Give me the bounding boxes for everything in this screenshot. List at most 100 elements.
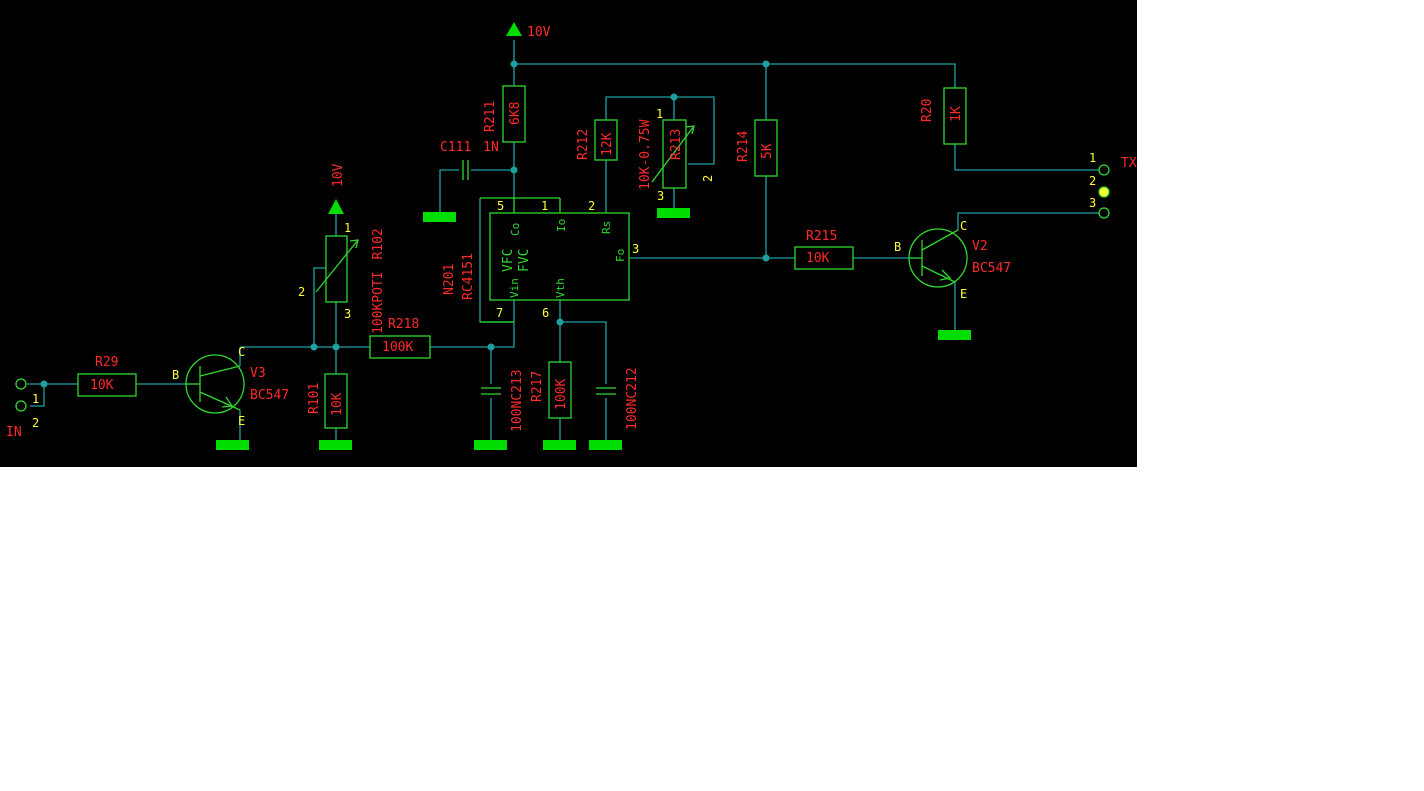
- tx-pin3: 3: [1089, 196, 1096, 210]
- r29-value: 10K: [90, 378, 114, 393]
- ground-r101: [319, 440, 352, 450]
- ic-func-1: VFC: [501, 249, 516, 272]
- svg-text:100NC213: 100NC213: [510, 369, 525, 432]
- svg-text:C111 1N: C111 1N: [440, 140, 499, 155]
- tx-pin2: 2: [1089, 174, 1096, 188]
- r101-value: 10K: [330, 392, 345, 416]
- tx-pin1: 1: [1089, 151, 1096, 165]
- v3-b: B: [172, 368, 179, 382]
- in-terminal-1: [15, 378, 27, 390]
- r102-pin1: 1: [344, 221, 351, 235]
- resistor-r217[interactable]: 100K R217: [530, 361, 572, 419]
- resistor-r101[interactable]: 10K R101: [307, 373, 348, 429]
- ic-ref: N201: [442, 264, 457, 295]
- ic-label-co: Co: [509, 223, 522, 236]
- ic-pin7: 7: [496, 306, 503, 320]
- v3-ref: V3: [250, 366, 266, 381]
- tx-label: TX: [1121, 156, 1137, 171]
- v3-part: BC547: [250, 388, 289, 403]
- ic-label-io: Io: [555, 219, 568, 232]
- ic-label-vin: Vin: [508, 278, 521, 298]
- connector-in[interactable]: 1 2 IN: [6, 378, 39, 440]
- in-label: IN: [6, 425, 22, 440]
- ic-label-vth: Vth: [554, 278, 567, 298]
- r212-value: 12K: [600, 132, 615, 156]
- resistor-r214[interactable]: 5K R214: [736, 119, 778, 177]
- connector-tx[interactable]: 1 2 3 TX: [1089, 151, 1137, 219]
- resistor-r29[interactable]: 10K R29: [77, 355, 137, 397]
- schematic-background: [0, 0, 1137, 467]
- c213-value: 100N: [510, 401, 525, 432]
- resistor-r215[interactable]: 10K R215: [794, 229, 854, 270]
- ic-pin5: 5: [497, 199, 504, 213]
- r217-value: 100K: [554, 379, 569, 410]
- resistor-r102[interactable]: 1 2 3 100KPOTI R102: [298, 221, 386, 334]
- in-pin2: 2: [32, 416, 39, 430]
- in-pin1: 1: [32, 392, 39, 406]
- r102-value: 100KPOTI: [371, 271, 386, 334]
- resistor-r213[interactable]: R213 10K-0.75W 1 2 3: [638, 107, 715, 203]
- r214-ref: R214: [736, 131, 751, 162]
- ground-symbols: [216, 208, 971, 450]
- v2-ref: V2: [972, 239, 988, 254]
- capacitor-c212[interactable]: 100NC212: [596, 367, 640, 430]
- r213-pin1: 1: [656, 107, 663, 121]
- tx-terminal-1: [1098, 164, 1110, 176]
- capacitor-c213[interactable]: 100NC213: [481, 369, 525, 432]
- ground-v2: [938, 330, 971, 340]
- junction-dots: [40, 60, 770, 388]
- r101-ref: R101: [307, 383, 322, 414]
- v2-c: C: [960, 219, 967, 233]
- ground-c213: [474, 440, 507, 450]
- power-symbol-poti: 10V: [328, 163, 346, 214]
- transistor-v2[interactable]: B C E V2 BC547: [894, 219, 1011, 301]
- resistor-r211[interactable]: 6K8 R211: [483, 85, 526, 143]
- ic-label-rs: Rs: [600, 221, 613, 234]
- ic-pin6: 6: [542, 306, 549, 320]
- c212-ref: C212: [625, 367, 640, 398]
- ic-pin3: 3: [632, 242, 639, 256]
- ic-n201[interactable]: 5 1 3 7 6 Co Io Rs Fo Vin Vth VFC FVC N2…: [442, 197, 639, 323]
- v3-c: C: [238, 345, 245, 359]
- v3-e: E: [238, 414, 245, 428]
- wires: [27, 40, 1099, 440]
- r29-ref: R29: [95, 355, 118, 370]
- c111-ref: C111: [440, 140, 471, 155]
- power-label-poti: 10V: [331, 163, 346, 187]
- r217-ref: R217: [530, 371, 545, 402]
- tx-terminal-2: [1098, 186, 1110, 198]
- v2-b: B: [894, 240, 901, 254]
- r215-ref: R215: [806, 229, 837, 244]
- r20-ref: R20: [920, 99, 935, 122]
- v2-e: E: [960, 287, 967, 301]
- transistor-v3[interactable]: B C E V3 BC547: [172, 345, 289, 428]
- tx-terminal-3: [1098, 207, 1110, 219]
- svg-text:100NC212: 100NC212: [625, 367, 640, 430]
- resistor-r218[interactable]: 100K R218: [369, 317, 431, 359]
- r218-value: 100K: [382, 340, 413, 355]
- r20-value: 1K: [949, 106, 964, 122]
- r218-ref: R218: [388, 317, 419, 332]
- r213-ref: R213: [669, 129, 684, 160]
- r102-pin2: 2: [298, 285, 305, 299]
- c213-ref: C213: [510, 369, 525, 400]
- r215-value: 10K: [806, 251, 830, 266]
- power-symbol-top: 10V: [506, 22, 551, 40]
- capacitor-c111[interactable]: C111 1N: [440, 140, 499, 180]
- r213-pin2: 2: [701, 175, 715, 182]
- ic-pin1: 1: [541, 199, 548, 213]
- c111-value: 1N: [483, 140, 499, 155]
- ground-v3: [216, 440, 249, 450]
- ground-c212: [589, 440, 622, 450]
- ic-label-fo: Fo: [614, 249, 627, 262]
- r212-ref: R212: [576, 129, 591, 160]
- resistor-r20[interactable]: 1K R20: [920, 87, 967, 145]
- ic-part: RC4151: [461, 253, 476, 300]
- resistor-r212[interactable]: 12K R212 2: [576, 119, 618, 213]
- ground-r217: [543, 440, 576, 450]
- r102-ref: R102: [371, 228, 386, 259]
- power-label-top: 10V: [527, 25, 551, 40]
- ground-c111: [423, 212, 456, 222]
- in-terminal-2: [15, 400, 27, 412]
